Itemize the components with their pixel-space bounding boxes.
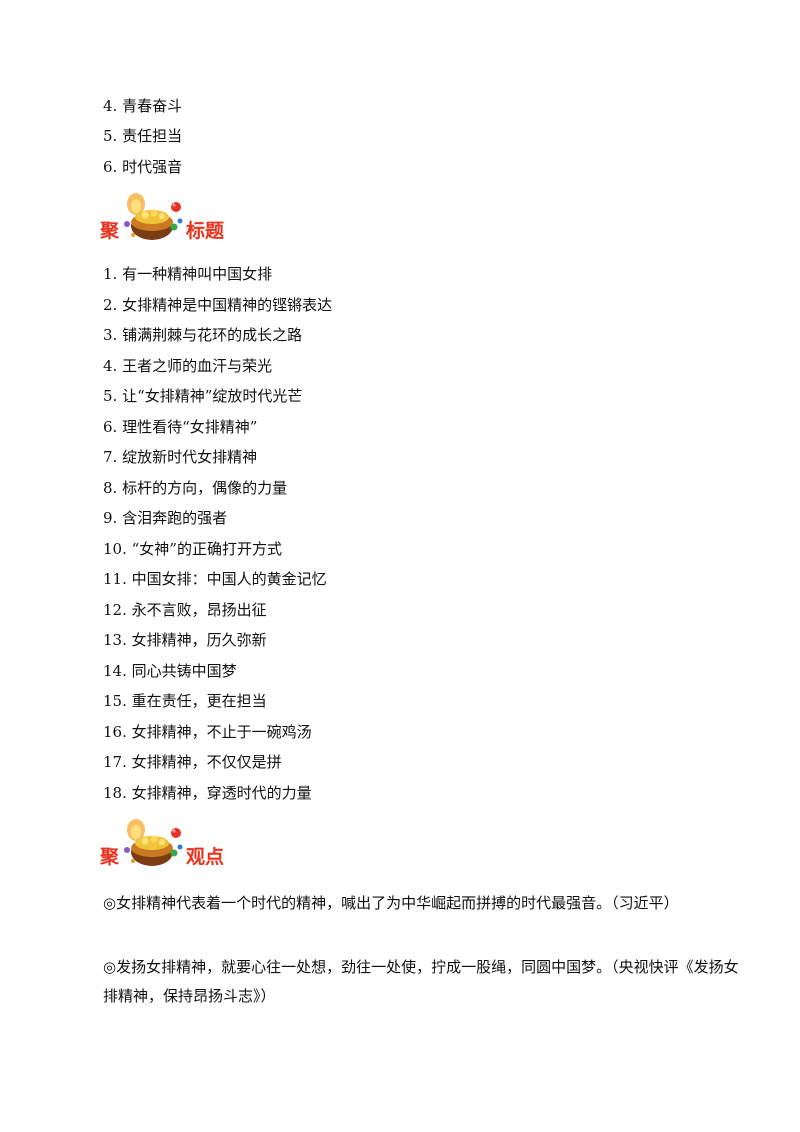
title-item: 5. 让“女排精神”绽放时代光芒 (103, 387, 303, 405)
title-item: 13. 女排精神，历久弥新 (103, 631, 267, 649)
list-item: 4. 青春奋斗 (103, 97, 183, 115)
section-header-viewpoints: 聚 观点 (100, 819, 300, 882)
title-item: 15. 重在责任，更在担当 (103, 692, 267, 710)
section-prefix: 聚 (100, 846, 120, 868)
title-item: 10. “女神”的正确打开方式 (103, 540, 282, 558)
title-item: 11. 中国女排：中国人的黄金记忆 (103, 570, 327, 588)
title-item: 12. 永不言败，昂扬出征 (103, 601, 267, 619)
viewpoint-paragraph: ◎发扬女排精神，就要心往一处想，劲往一处使，拧成一股绳，同圆中国梦。（央视快评《… (103, 958, 739, 1005)
section-title-viewpoints: 观点 (186, 846, 225, 868)
treasure-pot-icon (124, 819, 183, 866)
title-item: 6. 理性看待“女排精神” (103, 418, 258, 436)
title-item: 14. 同心共铸中国梦 (103, 662, 237, 680)
section-header-titles: 聚 标题 (100, 193, 300, 256)
section-prefix: 聚 (100, 220, 120, 242)
list-item: 5. 责任担当 (103, 127, 183, 145)
title-item: 9. 含泪奔跑的强者 (103, 509, 228, 527)
title-item: 16. 女排精神，不止于一碗鸡汤 (103, 723, 312, 741)
title-item: 8. 标杆的方向，偶像的力量 (103, 479, 288, 497)
title-item: 7. 绽放新时代女排精神 (103, 448, 258, 466)
list-item: 6. 时代强音 (103, 158, 183, 176)
title-item: 3. 铺满荆棘与花环的成长之路 (103, 326, 303, 344)
viewpoint-paragraph: ◎女排精神代表着一个时代的精神，喊出了为中华崛起而拼搏的时代最强音。（习近平） (103, 894, 679, 912)
title-item: 17. 女排精神，不仅仅是拼 (103, 753, 282, 771)
treasure-pot-icon (124, 193, 183, 240)
section-title-titles: 标题 (186, 220, 225, 242)
title-item: 1. 有一种精神叫中国女排 (103, 265, 273, 283)
title-item: 2. 女排精神是中国精神的铿锵表达 (103, 296, 333, 314)
title-item: 4. 王者之师的血汗与荣光 (103, 357, 273, 375)
title-item: 18. 女排精神，穿透时代的力量 (103, 784, 312, 802)
